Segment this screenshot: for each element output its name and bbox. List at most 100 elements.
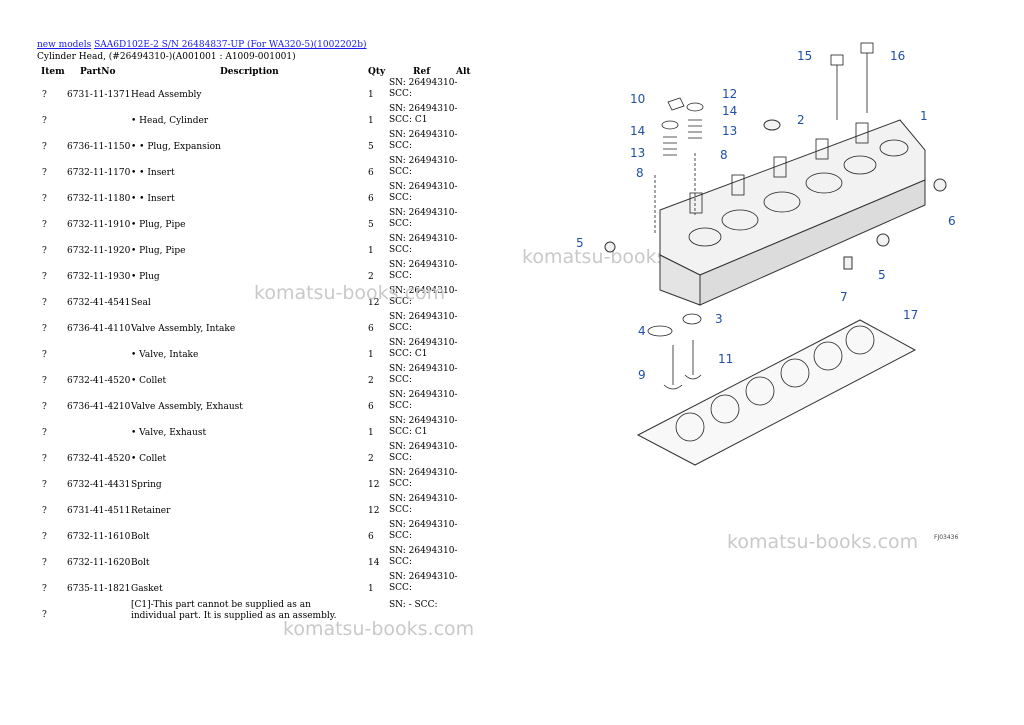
callout-9: 9	[638, 368, 646, 382]
watermark: komatsu-books.com	[727, 531, 919, 553]
row-description: • • Insert	[131, 168, 175, 178]
bolt-drawing	[830, 42, 874, 120]
col-header-item: Item	[41, 67, 65, 77]
head-gasket-drawing	[636, 319, 917, 466]
callout-14: 14	[722, 104, 737, 118]
breadcrumb: new models SAA6D102E-2 S/N 26484837-UP (…	[37, 40, 367, 50]
row-ref: SN: 26494310- SCC:	[389, 286, 458, 307]
row-partno: 6732-41-4431	[67, 480, 131, 490]
row-item: ?	[42, 402, 47, 412]
row-ref: SN: 26494310- SCC: C1	[389, 104, 458, 125]
row-qty: 1	[368, 584, 374, 594]
row-description: Gasket	[131, 584, 163, 594]
row-ref: SN: 26494310- SCC:	[389, 468, 458, 489]
callout-6: 6	[948, 214, 956, 228]
row-qty: 6	[368, 194, 374, 204]
callout-17: 17	[903, 308, 918, 322]
row-ref: SN: 26494310- SCC:	[389, 364, 458, 385]
row-qty: 1	[368, 246, 374, 256]
row-description: Valve Assembly, Intake	[131, 324, 236, 334]
row-qty: 12	[368, 506, 380, 516]
row-ref: SN: 26494310- SCC:	[389, 572, 458, 593]
row-ref: SN: 26494310- SCC:	[389, 312, 458, 333]
row-partno: 6731-11-1371	[67, 90, 131, 100]
row-qty: 6	[368, 532, 374, 542]
row-ref: SN: 26494310- SCC:	[389, 156, 458, 177]
row-qty: 6	[368, 402, 374, 412]
col-header-alt: Alt	[456, 67, 471, 77]
callout-14: 14	[630, 124, 645, 138]
note-text: [C1]-This part cannot be supplied as an …	[131, 600, 337, 621]
col-header-ref: Ref	[413, 67, 431, 77]
row-ref: SN: 26494310- SCC:	[389, 78, 458, 99]
row-qty: 2	[368, 454, 374, 464]
callout-5: 5	[576, 236, 584, 250]
callout-1: 1	[920, 109, 928, 123]
row-partno: 6736-11-1150	[67, 142, 131, 152]
exploded-parts-diagram: 15 16 12 10 14 2 1 14 13 13 8 8 6 5 5 7 …	[576, 42, 958, 541]
row-item: ?	[42, 168, 47, 178]
table-row: ? 6732-11-1170• • Insert 6 SN: 26494310- SC…	[0, 156, 520, 184]
row-item: ?	[42, 376, 47, 386]
note-ref: SN: - SCC:	[389, 600, 438, 610]
row-qty: 12	[368, 298, 380, 308]
row-ref: SN: 26494310- SCC:	[389, 494, 458, 515]
watermark: komatsu-books.com	[254, 282, 446, 304]
col-header-partno: PartNo	[80, 67, 116, 77]
breadcrumb-link-new-models[interactable]: new models	[37, 40, 92, 50]
figure-code: FJ03436	[934, 534, 958, 541]
row-item: ?	[42, 584, 47, 594]
valve-drawing	[647, 313, 702, 390]
row-ref: SN: 26494310- SCC:	[389, 182, 458, 203]
row-partno: 6732-11-1920	[67, 246, 131, 256]
row-qty: 2	[368, 376, 374, 386]
callout-2: 2	[797, 113, 805, 127]
row-description: • Collet	[131, 454, 167, 464]
row-partno: 6732-11-1930	[67, 272, 131, 282]
row-partno: 6732-41-4541	[67, 298, 131, 308]
row-ref: SN: 26494310- SCC:	[389, 130, 458, 151]
row-description: Bolt	[131, 558, 150, 568]
row-ref: SN: 26494310- SCC: C1	[389, 416, 458, 437]
row-description: Bolt	[131, 532, 150, 542]
callout-8: 8	[636, 166, 644, 180]
row-qty: 12	[368, 480, 380, 490]
row-partno: 6732-41-4520	[67, 454, 131, 464]
breadcrumb-link-model[interactable]: SAA6D102E-2 S/N 26484837-UP (For WA320-5…	[94, 40, 367, 50]
valve-spring-drawing	[654, 97, 704, 235]
row-description: • Plug, Pipe	[131, 246, 186, 256]
callout-16: 16	[890, 49, 905, 63]
row-ref: SN: 26494310- SCC:	[389, 234, 458, 255]
row-partno: 6736-41-4110	[67, 324, 131, 334]
callout-15: 15	[797, 49, 812, 63]
row-qty: 5	[368, 220, 374, 230]
row-ref: SN: 26494310- SCC:	[389, 390, 458, 411]
row-qty: 1	[368, 428, 374, 438]
col-header-qty: Qty	[368, 67, 386, 77]
callout-labels: 15 16 12 10 14 2 1 14 13 13 8 8 6 5 5 7 …	[576, 49, 958, 541]
row-partno: 6732-11-1170	[67, 168, 131, 178]
row-qty: 6	[368, 168, 374, 178]
row-partno: 6732-11-1910	[67, 220, 131, 230]
row-description: Valve Assembly, Exhaust	[131, 402, 243, 412]
note-row: ? [C1]-This part cannot be supplied as a…	[0, 600, 520, 630]
row-qty: 14	[368, 558, 380, 568]
row-ref: SN: 26494310- SCC:	[389, 520, 458, 541]
row-ref: SN: 26494310- SCC: C1	[389, 338, 458, 359]
row-item: ?	[42, 220, 47, 230]
row-item: ?	[42, 454, 47, 464]
row-item: ?	[42, 506, 47, 516]
